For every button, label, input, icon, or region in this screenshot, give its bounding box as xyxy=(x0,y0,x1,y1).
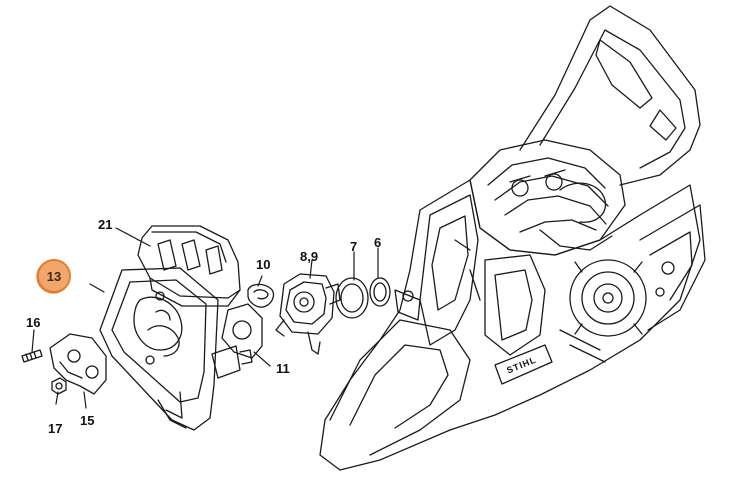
chainsaw-body xyxy=(319,5,706,471)
part-7-ring xyxy=(335,277,369,319)
callout-13-highlighted[interactable]: 13 xyxy=(37,259,71,293)
callout-11[interactable]: 11 xyxy=(276,361,290,376)
callout-16[interactable]: 16 xyxy=(26,315,41,330)
part-17-nut xyxy=(51,377,67,395)
leader-lines xyxy=(31,227,379,409)
part-8-9-carburetor xyxy=(275,273,341,355)
callout-10[interactable]: 10 xyxy=(256,257,271,272)
part-16-stud xyxy=(21,349,43,363)
part-13-filter-base xyxy=(99,267,219,431)
callout-6[interactable]: 6 xyxy=(374,235,382,250)
part-21-filter-cover xyxy=(137,225,241,307)
part-15-bracket xyxy=(49,333,107,395)
part-6-ring xyxy=(369,277,391,307)
callout-17[interactable]: 17 xyxy=(48,421,63,436)
part-10-gasket xyxy=(247,283,275,308)
callout-21[interactable]: 21 xyxy=(98,217,113,232)
part-11-manifold xyxy=(211,303,263,379)
callout-7[interactable]: 7 xyxy=(350,239,358,254)
callout-15[interactable]: 15 xyxy=(80,413,95,428)
callout-8-9[interactable]: 8,9 xyxy=(300,249,319,264)
